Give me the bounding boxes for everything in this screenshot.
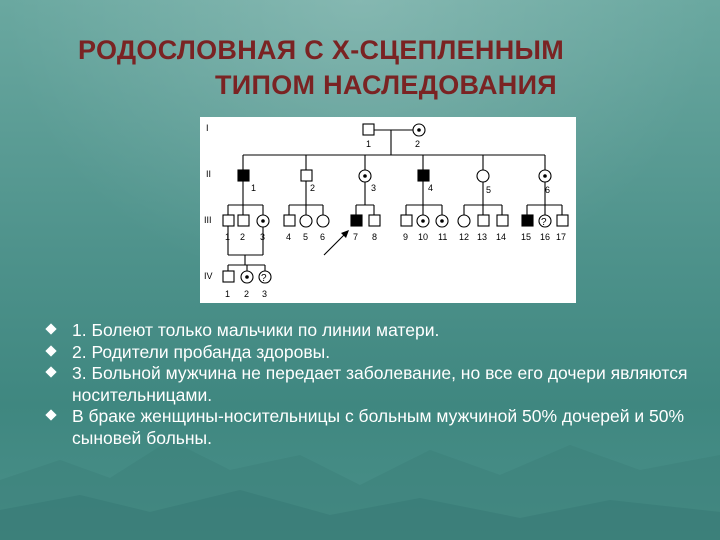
gen4-number-1: 1 [225, 289, 230, 299]
gen2-number-3: 3 [371, 183, 376, 193]
gen3-male-1 [222, 214, 235, 227]
gen3-number-15: 15 [521, 232, 531, 242]
gen3-male-13 [477, 214, 490, 227]
title-line-1: РОДОСЛОВНАЯ С Х-СЦЕПЛЕННЫМ [78, 35, 565, 65]
gen3-unknown-mark: ? [541, 217, 547, 228]
gen2-male-2 [300, 169, 313, 182]
gen3-number-7: 7 [353, 232, 358, 242]
generation-label-4: IV [204, 271, 213, 281]
gen3-number-12: 12 [459, 232, 469, 242]
gen2-number-1: 1 [251, 183, 256, 193]
gen1-male-1 [362, 123, 375, 136]
gen1-number-1: 1 [366, 139, 371, 149]
pedigree-diagram: I II III IV 1 2 [200, 117, 576, 303]
bullet-item: В браке женщины-носительницы с больным м… [46, 406, 696, 449]
diamond-bullet-icon [46, 346, 57, 357]
gen2-female-5 [476, 169, 490, 183]
gen3-female-16-unknown: ? [538, 214, 552, 228]
gen4-female-2-carrier [240, 270, 254, 284]
gen3-female-3-carrier [256, 214, 270, 228]
gen2-female-3-carrier [358, 169, 372, 183]
gen3-number-16: 16 [540, 232, 550, 242]
proband-arrow [323, 230, 349, 256]
generation-label-3: III [204, 215, 212, 225]
gen3-number-17: 17 [556, 232, 566, 242]
gen3-number-9: 9 [403, 232, 408, 242]
gen3-number-11: 11 [438, 232, 447, 242]
gen3-male-4 [283, 214, 296, 227]
gen3-number-14: 14 [496, 232, 506, 242]
gen3-number-8: 8 [372, 232, 377, 242]
gen2-female-6-carrier [538, 169, 552, 183]
gen4-number-2: 2 [244, 289, 249, 299]
gen3-male-15-affected [521, 214, 534, 227]
gen3-female-10-carrier [416, 214, 430, 228]
gen4-male-1 [222, 270, 235, 283]
gen3-male-14 [496, 214, 509, 227]
gen3-male-8 [368, 214, 381, 227]
gen3-number-2: 2 [240, 232, 245, 242]
bullet-text: 3. Больной мужчина не передает заболеван… [72, 363, 688, 405]
gen2-male-1-affected [237, 169, 250, 182]
generation-label-2: II [206, 169, 211, 179]
gen3-male-2 [237, 214, 250, 227]
gen3-number-5: 5 [303, 232, 308, 242]
gen2-male-4-affected [417, 169, 430, 182]
gen3-number-10: 10 [418, 232, 428, 242]
diamond-bullet-icon [46, 324, 57, 335]
bullet-list: 1. Болеют только мальчики по линии матер… [46, 320, 696, 449]
gen3-male-17 [556, 214, 569, 227]
gen3-number-4: 4 [286, 232, 291, 242]
gen2-number-4: 4 [428, 183, 433, 193]
title-line-2: ТИПОМ НАСЛЕДОВАНИЯ [215, 70, 558, 100]
bullet-item: 1. Болеют только мальчики по линии матер… [46, 320, 696, 342]
gen4-unknown-mark: ? [261, 273, 267, 284]
gen2-number-6: 6 [545, 185, 550, 195]
gen2-number-5: 5 [486, 185, 491, 195]
bullet-text: В браке женщины-носительницы с больным м… [72, 406, 685, 448]
gen3-lines [227, 181, 563, 215]
gen1-lines [242, 129, 546, 170]
diamond-bullet-icon [46, 410, 57, 421]
gen4-number-3: 3 [262, 289, 267, 299]
diamond-bullet-icon [46, 367, 57, 378]
gen1-female-2-carrier [412, 123, 426, 137]
gen3-female-11-carrier [435, 214, 449, 228]
mountain-background [0, 440, 720, 540]
gen2-number-2: 2 [310, 183, 315, 193]
generation-label-1: I [206, 123, 209, 133]
gen3-female-6 [316, 214, 330, 228]
gen3-male-9 [400, 214, 413, 227]
gen3-number-6: 6 [320, 232, 325, 242]
gen3-male-7-affected-proband [350, 214, 363, 227]
gen3-female-5 [299, 214, 313, 228]
gen4-lines [227, 226, 266, 271]
gen1-number-2: 2 [415, 139, 420, 149]
gen3-female-12 [457, 214, 471, 228]
bullet-text: 1. Болеют только мальчики по линии матер… [72, 320, 440, 340]
bullet-item: 2. Родители пробанда здоровы. [46, 342, 696, 364]
gen4-female-3-unknown: ? [258, 270, 272, 284]
bullet-item: 3. Больной мужчина не передает заболеван… [46, 363, 696, 406]
gen3-number-13: 13 [477, 232, 487, 242]
bullet-text: 2. Родители пробанда здоровы. [72, 341, 331, 362]
